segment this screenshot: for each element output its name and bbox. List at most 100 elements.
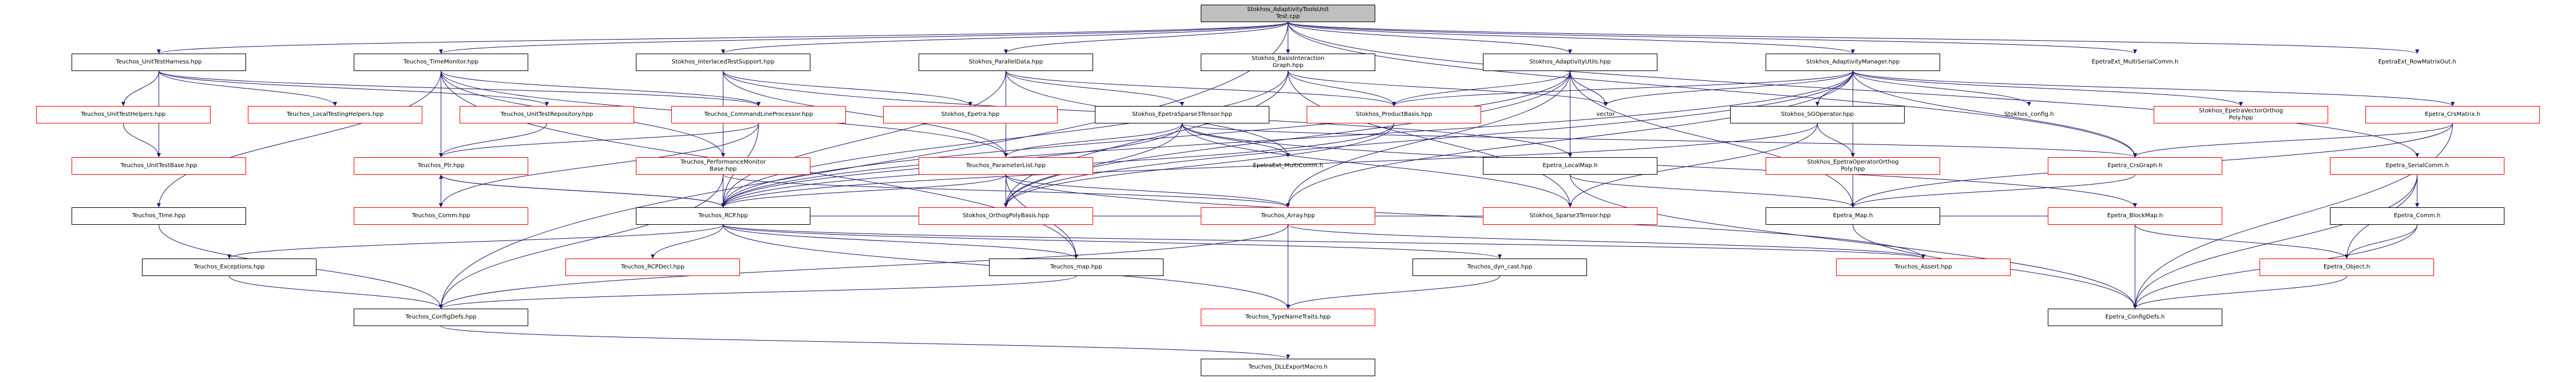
node-teuchos-rcp[interactable]: Teuchos_RCP.hpp [636, 207, 810, 225]
node-command-line-processor[interactable]: Teuchos_CommandLineProcessor.hpp [671, 106, 846, 123]
node-unit-test-harness[interactable]: Teuchos_UnitTestHarness.hpp [72, 54, 246, 71]
edge-root-to-unittestharness [157, 22, 1289, 54]
node-multi-comm[interactable]: EpetraExt_MultiComm.h [1253, 162, 1323, 169]
edge-unittestharness-to-unittestrepository [158, 70, 549, 107]
node-dyn-cast[interactable]: Teuchos_dyn_cast.hpp [1412, 259, 1587, 276]
edge-interlacedtest-to-stokhos_epetra [723, 70, 973, 107]
edge-performancemonitorbase-to-teuchos_configdefs [439, 174, 724, 309]
edge-rcp-to-dyn_cast [723, 224, 1502, 259]
edge-blockmap-to-epetra_object [2134, 224, 2349, 259]
node-local-map[interactable]: Epetra_LocalMap.h [1483, 157, 1657, 175]
node-interlaced-test-support[interactable]: Stokhos_InterlacedTestSupport.hpp [636, 54, 810, 71]
edge-teuchos_configdefs-to-dllexportmacro [440, 326, 1290, 359]
node-sparse3-tensor[interactable]: Stokhos_Sparse3Tensor.hpp [1483, 207, 1657, 225]
edge-epetrasparse3tensor-to-blockmap [1182, 123, 2137, 208]
edge-unittestharness-to-localtestinghelpers [158, 70, 337, 107]
node-performance-monitor-base[interactable]: Teuchos_PerformanceMonitor Base.hpp [636, 157, 810, 175]
edge-performancemonitorbase-to-array [723, 174, 1290, 208]
edge-parameterlist-to-rcp [721, 174, 1006, 208]
edge-paralleldata-to-rcp [721, 70, 1006, 208]
edge-epetrasparse3tensor-to-sparse3tensor [1182, 123, 1572, 208]
node-type-name-traits[interactable]: Teuchos_TypeNameTraits.hpp [1201, 309, 1375, 326]
edge-paralleldata-to-productbasis [1005, 70, 1396, 107]
node-local-testing-helpers[interactable]: Teuchos_LocalTestingHelpers.hpp [248, 106, 422, 123]
edge-root-to-timemonitor [439, 22, 1289, 54]
edge-root-to-interlacedtest [721, 22, 1289, 54]
node-teuchos-comm[interactable]: Teuchos_Comm.hpp [354, 207, 528, 225]
edge-timemonitor-to-commandlineprocessor [440, 70, 761, 107]
edge-commandlineprocessor-to-teuchos_comm [439, 123, 759, 208]
edge-adaptivitymanager-to-productbasis [1392, 70, 1853, 107]
edge-basisinteraction-to-vector [1287, 70, 1608, 107]
edge-sgoperator-to-sparse3tensor [1568, 123, 1818, 208]
node-epetra-config-defs[interactable]: Epetra_ConfigDefs.h [2048, 309, 2222, 326]
edge-adaptivityutils-to-epetra_map [1570, 70, 1855, 208]
node-teuchos-array[interactable]: Teuchos_Array.hpp [1201, 207, 1375, 225]
node-block-map[interactable]: Epetra_BlockMap.h [2048, 207, 2222, 225]
edge-root-to-adaptivityutils [1287, 22, 1572, 54]
edge-adaptivityutils-to-productbasis [1392, 70, 1571, 107]
edge-rcp-to-assert [723, 224, 1925, 259]
edge-adaptivitymanager-to-epetravectororthogpoly [1852, 70, 2243, 107]
node-orthog-poly-basis[interactable]: Stokhos_OrthogPolyBasis.hpp [919, 207, 1093, 225]
node-teuchos-assert[interactable]: Teuchos_Assert.hpp [1836, 259, 2011, 276]
edge-root-to-rowmatrixout [1287, 22, 2419, 54]
node-rcp-decl[interactable]: Teuchos_RCPDecl.hpp [565, 259, 740, 276]
node-unit-test-repository[interactable]: Teuchos_UnitTestRepository.hpp [460, 106, 634, 123]
edge-epetrasparse3tensor-to-parameterlist [1004, 123, 1183, 158]
node-ptr[interactable]: Teuchos_Ptr.hpp [354, 157, 528, 175]
edge-timemonitor-to-teuchos_time [156, 70, 442, 208]
edge-parameterlist-to-array [1005, 174, 1290, 208]
edge-adaptivityutils-to-vector [1570, 70, 1608, 107]
edge-adaptivitymanager-to-orthogpolybasis [1004, 70, 1853, 208]
node-stokhos-epetra[interactable]: Stokhos_Epetra.hpp [883, 106, 1058, 123]
edge-dyn_cast-to-typenametraits [1286, 275, 1500, 309]
node-vector[interactable]: vector [1596, 111, 1615, 118]
node-unit-test-base[interactable]: Teuchos_UnitTestBase.hpp [72, 157, 246, 175]
node-multi-serial-comm[interactable]: EpetraExt_MultiSerialComm.h [2091, 59, 2179, 65]
edge-root-to-mvout [1287, 22, 2137, 54]
node-stokhos-config[interactable]: Stokhos_config.h [2004, 111, 2054, 118]
node-time-monitor[interactable]: Teuchos_TimeMonitor.hpp [354, 54, 528, 71]
node-epetra-sparse3-tensor[interactable]: Stokhos_EpetraSparse3Tensor.hpp [1095, 106, 1269, 123]
edge-root-to-adaptivitymanager [1287, 22, 1855, 54]
node-row-matrix-out[interactable]: EpetraExt_RowMatrixOut.h [2378, 59, 2457, 65]
edge-interlacedtest-to-parameterlist [723, 70, 1008, 158]
node-teuchos-time[interactable]: Teuchos_Time.hpp [72, 207, 246, 225]
edge-epetrasparse3tensor-to-crsgraph [1182, 123, 2137, 158]
edge-sgoperator-to-rcp [721, 123, 1818, 208]
node-adaptivity-utils[interactable]: Stokhos_AdaptivityUtils.hpp [1483, 54, 1657, 71]
edge-adaptivitymanager-to-array [1286, 70, 1853, 208]
node-teuchos-exceptions[interactable]: Teuchos_Exceptions.hpp [142, 259, 316, 276]
node-epetra-vector-orthog-poly[interactable]: Stokhos_EpetraVectorOrthog Poly.hpp [2154, 106, 2328, 123]
node-parameter-list[interactable]: Teuchos_ParameterList.hpp [919, 157, 1093, 175]
edge-paralleldata-to-epetrasparse3tensor [1005, 70, 1184, 107]
node-sg-operator[interactable]: Stokhos_SGOperator.hpp [1730, 106, 1905, 123]
edge-unittestharness-to-commandlineprocessor [158, 70, 761, 107]
node-parallel-data[interactable]: Stokhos_ParallelData.hpp [919, 54, 1093, 71]
edge-unittestrepository-to-ptr [439, 123, 547, 158]
node-epetra-object[interactable]: Epetra_Object.h [2260, 259, 2434, 276]
node-crs-graph[interactable]: Epetra_CrsGraph.h [2048, 157, 2222, 175]
edge-exceptions-to-teuchos_configdefs [229, 275, 443, 309]
edge-root-to-paralleldata [1004, 22, 1289, 54]
node-serial-comm[interactable]: Epetra_SerialComm.h [2330, 157, 2504, 175]
node-teuchos-config-defs[interactable]: Teuchos_ConfigDefs.hpp [354, 309, 528, 326]
node-basis-interaction-graph[interactable]: Stokhos_BasisInteraction Graph.hpp [1201, 54, 1375, 71]
node-epetra-map[interactable]: Epetra_Map.h [1766, 207, 1940, 225]
node-epetra-comm[interactable]: Epetra_Comm.h [2330, 207, 2504, 225]
edge-parameterlist-to-assert [1005, 174, 1926, 259]
edge-array-to-teuchos_configdefs [439, 224, 1289, 309]
node-teuchos-map[interactable]: Teuchos_map.hpp [989, 259, 1164, 276]
node-epetra-operator-orthog-poly[interactable]: Stokhos_EpetraOperatorOrthog Poly.hpp [1766, 157, 1940, 175]
edge-teuchos_map-to-teuchos_configdefs [439, 275, 1077, 309]
edge-epetra_object-to-epetra_configdefs [2133, 275, 2347, 309]
node-crs-matrix[interactable]: Epetra_CrsMatrix.h [2365, 106, 2540, 123]
edge-epetra_comm-to-epetra_object [2344, 224, 2418, 259]
node-unit-test-helpers[interactable]: Teuchos_UnitTestHelpers.hpp [36, 106, 211, 123]
node-root-unit-test: Stokhos_AdaptivityToolsUnit Test.cpp [1201, 5, 1375, 22]
node-product-basis[interactable]: Stokhos_ProductBasis.hpp [1307, 106, 1481, 123]
edge-adaptivityutils-to-rcp [721, 70, 1571, 208]
node-adaptivity-manager[interactable]: Stokhos_AdaptivityManager.hpp [1766, 54, 1940, 71]
node-dll-export-macro[interactable]: Teuchos_DLLExportMacro.h [1201, 359, 1375, 376]
